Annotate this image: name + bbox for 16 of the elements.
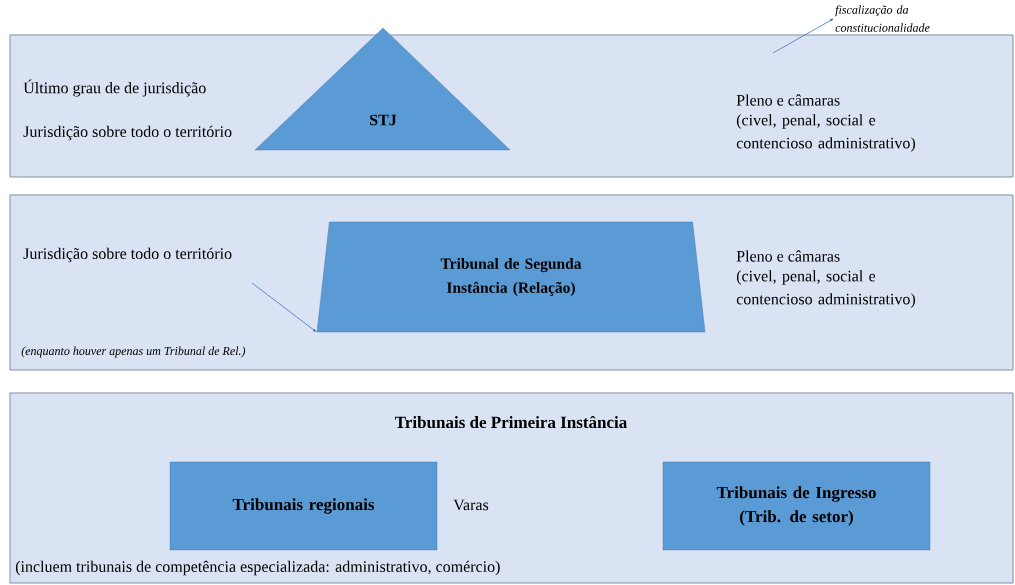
note-text: fiscalização da constitucionalidade bbox=[835, 5, 930, 32]
process-box: Tribunais de Ingresso (Trib. de setor) bbox=[662, 461, 931, 551]
process-box: Tribunais regionais bbox=[169, 461, 438, 551]
body-text: (civel, penal, social e contencioso administrativo) bbox=[736, 270, 916, 308]
arrow bbox=[772, 18, 834, 54]
body-text: Varas bbox=[453, 499, 489, 511]
body-text: Pleno e câmaras bbox=[736, 250, 840, 262]
body-text: Jurisdição sobre todo o território bbox=[23, 247, 232, 263]
body-text: Pleno e câmaras bbox=[736, 94, 840, 106]
note-text: (enquanto houver apenas um Tribunal de Rel.) bbox=[21, 346, 246, 358]
body-text: Jurisdição sobre todo o território bbox=[23, 125, 232, 141]
body-text: (civel, penal, social e contencioso administrativo) bbox=[736, 114, 916, 152]
heading-text: Tribunais de Primeira Instância bbox=[395, 415, 627, 429]
note-text: (incluem tribunais de competência especializada: administrativo, comércio) bbox=[15, 560, 500, 576]
arrow bbox=[251, 282, 317, 332]
body-text: Último grau de de jurisdição bbox=[23, 79, 206, 97]
